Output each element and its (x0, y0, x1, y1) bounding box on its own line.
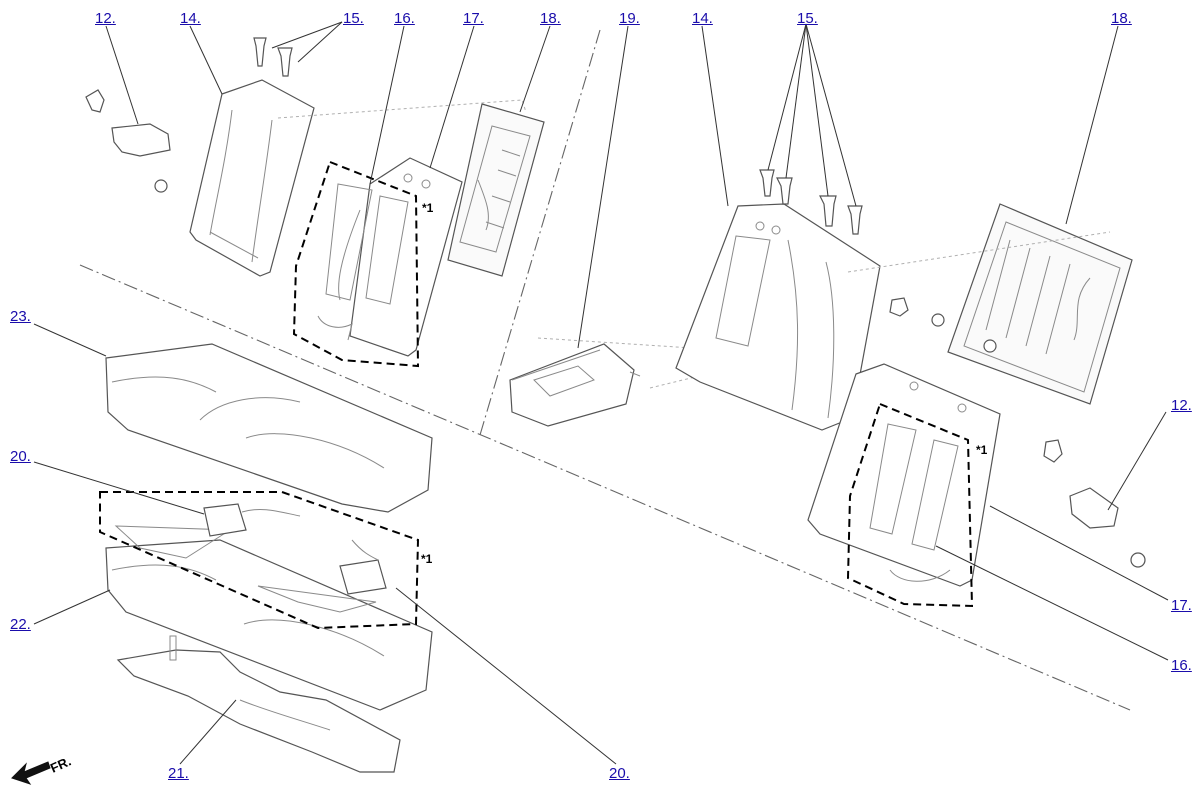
leader-15-right-b (785, 23, 807, 179)
leader-15-right-c (805, 23, 829, 197)
callout-20-bottom[interactable]: 20. (609, 765, 630, 782)
left-seatback-pad (349, 157, 463, 357)
left-mount-guide (277, 99, 527, 119)
leader-18-left (519, 25, 551, 113)
leader-14-right (701, 25, 729, 207)
right-frame-bolts (889, 297, 997, 353)
seat-cushion-pad (105, 539, 433, 711)
seat-cushion-cover (105, 343, 433, 513)
right-seatback-cover (675, 203, 881, 431)
callout-14-left[interactable]: 14. (180, 10, 201, 27)
seat-cushion-heater (114, 503, 387, 613)
right-hinge-bracket (1043, 439, 1146, 568)
note-star1-right-seatback: *1 (976, 443, 988, 457)
right-seatback-frame (947, 203, 1133, 405)
leader-16-right (935, 545, 1169, 661)
callout-17-right[interactable]: 17. (1171, 597, 1192, 614)
callout-14-right[interactable]: 14. (692, 10, 713, 27)
split-line-vertical (479, 29, 601, 436)
callout-12-right[interactable]: 12. (1171, 397, 1192, 414)
left-seatback-heater-box (292, 160, 420, 368)
leader-21 (179, 699, 237, 765)
callout-22[interactable]: 22. (10, 616, 31, 633)
callout-15-left[interactable]: 15. (343, 10, 364, 27)
callout-18-left[interactable]: 18. (540, 10, 561, 27)
leader-22 (33, 589, 111, 625)
split-line-diagonal (79, 264, 1131, 711)
leader-15-right-a (767, 23, 807, 171)
left-seatback-heater (317, 183, 409, 341)
leader-14-left (189, 25, 223, 95)
callout-16-left[interactable]: 16. (394, 10, 415, 27)
leader-23 (33, 323, 107, 357)
callout-16-right[interactable]: 16. (1171, 657, 1192, 674)
leader-15-left-b (297, 21, 343, 63)
leader-12-right (1107, 411, 1167, 511)
seat-cushion-heater-box (99, 491, 420, 630)
callout-20-top[interactable]: 20. (10, 448, 31, 465)
leader-17-right (989, 505, 1169, 601)
front-arrow-icon (11, 761, 51, 785)
leader-12-left (105, 25, 139, 125)
leader-15-right-d (805, 23, 857, 207)
left-seatback-frame (447, 103, 545, 277)
armrest-guide (537, 337, 693, 349)
right-seatback-heater (869, 423, 959, 582)
leader-20-top (33, 461, 205, 515)
leader-16-left (369, 25, 405, 185)
left-hinge-bracket (85, 89, 171, 193)
callout-21[interactable]: 21. (168, 765, 189, 782)
right-headrest-pins (759, 169, 863, 235)
leader-18-right (1065, 25, 1119, 225)
left-headrest-pins (253, 37, 293, 77)
center-armrest (509, 343, 641, 427)
callout-18-right[interactable]: 18. (1111, 10, 1132, 27)
callout-23[interactable]: 23. (10, 308, 31, 325)
leader-17-left (429, 25, 475, 169)
cushion-frame-tray (116, 635, 401, 773)
right-mount-guide (847, 231, 1111, 273)
callout-17-left[interactable]: 17. (463, 10, 484, 27)
callout-12-left[interactable]: 12. (95, 10, 116, 27)
leader-20-bottom (395, 587, 617, 765)
right-seatback-heater-box (846, 402, 974, 608)
callout-15-right[interactable]: 15. (797, 10, 818, 27)
callout-19[interactable]: 19. (619, 10, 640, 27)
right-seatback-pad (807, 363, 1001, 587)
leader-15-left-a (271, 21, 343, 49)
note-star1-cushion: *1 (421, 552, 433, 566)
left-seatback-cover (189, 79, 315, 277)
leader-19 (577, 25, 629, 349)
note-star1-left-seatback: *1 (422, 201, 434, 215)
